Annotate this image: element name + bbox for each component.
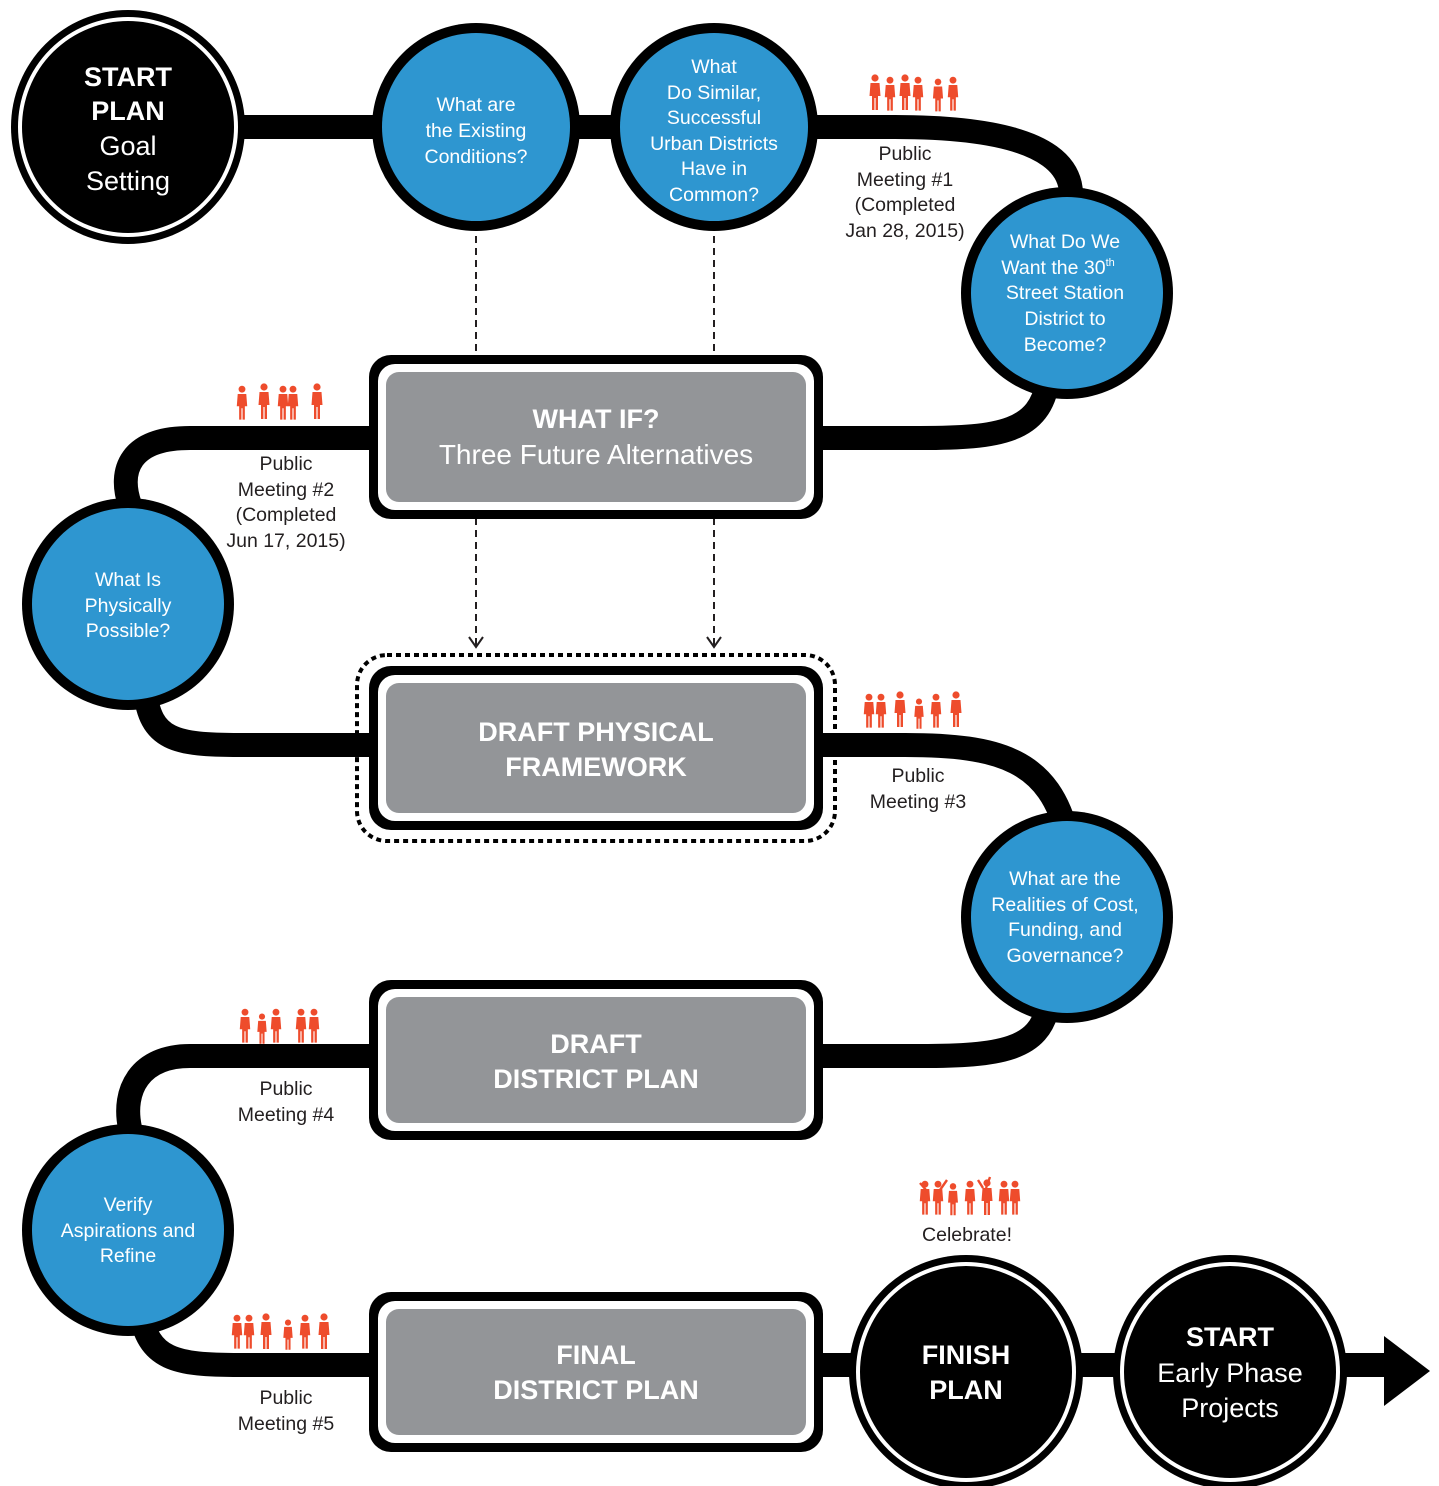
question-verify-aspirations: Verify Aspirations and Refine: [22, 1124, 234, 1336]
box-final-district-plan: FINAL DISTRICT PLAN: [369, 1292, 823, 1452]
q3-line2: Want the 30th: [1001, 257, 1115, 279]
m2-line3: (Completed: [236, 504, 337, 526]
celebrate-label: Celebrate!: [922, 1224, 1012, 1246]
people-group-meeting-2: [236, 383, 323, 420]
q2-line1: What: [691, 56, 737, 78]
question-similar-districts: What Do Similar, Successful Urban Distri…: [610, 23, 818, 231]
people-group-meeting-1: [869, 74, 959, 112]
meeting-4-label: Public Meeting #4: [238, 1078, 335, 1126]
meeting-5-label: Public Meeting #5: [238, 1387, 335, 1435]
m1-line4: Jan 28, 2015): [845, 220, 964, 242]
dashed-connectors: [475, 236, 715, 645]
people-group-meeting-5: [231, 1313, 330, 1350]
box-draft-district-plan: DRAFT DISTRICT PLAN: [369, 980, 823, 1140]
m5-line2: Meeting #5: [238, 1413, 335, 1435]
q3-line2-text: Want the 30: [1001, 257, 1106, 279]
finish-line1: FINISH: [922, 1340, 1011, 1370]
q2-line4: Urban Districts: [650, 133, 778, 155]
path-row2: [113, 377, 1060, 509]
people-group-celebrate: [919, 1176, 1021, 1216]
path-row3: [133, 688, 1080, 841]
q3-line1: What Do We: [1010, 231, 1120, 253]
m1-line2: Meeting #1: [857, 169, 953, 191]
start-line2: PLAN: [91, 96, 165, 126]
start-line4: Setting: [86, 166, 170, 196]
m1-line3: (Completed: [855, 194, 956, 216]
q4-line1: What Is: [95, 569, 161, 591]
path-row4: [116, 1002, 1060, 1131]
q1-line2: the Existing: [426, 120, 527, 142]
start-early-phase-node: START Early Phase Projects: [1113, 1255, 1347, 1486]
start-line3: Goal: [99, 131, 156, 161]
q5-line2: Realities of Cost,: [991, 894, 1138, 916]
box3-line2: DISTRICT PLAN: [493, 1064, 699, 1094]
box-what-if: WHAT IF? Three Future Alternatives: [369, 355, 823, 519]
q3-line5: Become?: [1024, 334, 1107, 356]
people-group-meeting-4: [239, 1008, 320, 1044]
q2-line5: Have in: [681, 158, 747, 180]
q5-line3: Funding, and: [1008, 919, 1122, 941]
q2-line3: Successful: [667, 107, 761, 129]
meeting-1-label: Public Meeting #1 (Completed Jan 28, 201…: [845, 143, 964, 242]
arrowheads: [468, 636, 722, 649]
m2-line4: Jun 17, 2015): [226, 530, 345, 552]
box-draft-physical-framework: DRAFT PHYSICAL FRAMEWORK: [355, 653, 837, 843]
q3-line3: Street Station: [1006, 282, 1124, 304]
m4-line2: Meeting #4: [238, 1104, 335, 1126]
box4-line1: FINAL: [556, 1340, 635, 1370]
m3-line2: Meeting #3: [870, 791, 966, 813]
start-plan-node: START PLAN Goal Setting: [11, 10, 245, 244]
box2-line1: DRAFT PHYSICAL: [478, 717, 714, 747]
start-line1: START: [84, 62, 172, 92]
box2-line2: FRAMEWORK: [505, 752, 687, 782]
q4-line3: Possible?: [86, 620, 171, 642]
m2-line2: Meeting #2: [238, 479, 334, 501]
m4-line1: Public: [259, 1078, 312, 1100]
q6-line1: Verify: [104, 1194, 153, 1216]
people-group-meeting-3: [863, 691, 962, 729]
meeting-3-label: Public Meeting #3: [870, 765, 966, 813]
q2-line6: Common?: [669, 184, 759, 206]
m3-line1: Public: [891, 765, 944, 787]
question-district-become: What Do We Want the 30th Street Station …: [961, 187, 1173, 399]
end-line2: Early Phase: [1157, 1358, 1303, 1388]
q3-superscript: th: [1106, 257, 1115, 269]
q3-line4: District to: [1024, 308, 1105, 330]
q6-line2: Aspirations and: [61, 1220, 195, 1242]
q1-line3: Conditions?: [425, 146, 528, 168]
box4-line2: DISTRICT PLAN: [493, 1375, 699, 1405]
q1-line1: What are: [436, 94, 515, 116]
box1-title: WHAT IF?: [533, 404, 660, 434]
m5-line1: Public: [259, 1387, 312, 1409]
q5-line4: Governance?: [1006, 945, 1123, 967]
arrow-right-icon: [1384, 1336, 1430, 1406]
end-line1: START: [1186, 1322, 1274, 1352]
arrowhead-2: [706, 636, 722, 649]
q4-line2: Physically: [85, 595, 172, 617]
people-silhouettes-icon: [231, 74, 1021, 1350]
m2-line1: Public: [259, 453, 312, 475]
q5-line1: What are the: [1009, 868, 1121, 890]
q2-line2: Do Similar,: [667, 82, 761, 104]
q6-line3: Refine: [100, 1245, 156, 1267]
finish-plan-node: FINISH PLAN: [849, 1255, 1083, 1486]
finish-line2: PLAN: [929, 1375, 1003, 1405]
box1-subtitle: Three Future Alternatives: [439, 439, 753, 470]
box3-line1: DRAFT: [550, 1029, 642, 1059]
meeting-2-label: Public Meeting #2 (Completed Jun 17, 201…: [226, 453, 345, 552]
question-realities-cost: What are the Realities of Cost, Funding,…: [961, 811, 1173, 1023]
end-line3: Projects: [1181, 1393, 1279, 1423]
question-physically-possible: What Is Physically Possible?: [22, 498, 234, 710]
arrowhead-1: [468, 636, 484, 649]
question-existing-conditions: What are the Existing Conditions?: [372, 23, 580, 231]
m1-line1: Public: [878, 143, 931, 165]
